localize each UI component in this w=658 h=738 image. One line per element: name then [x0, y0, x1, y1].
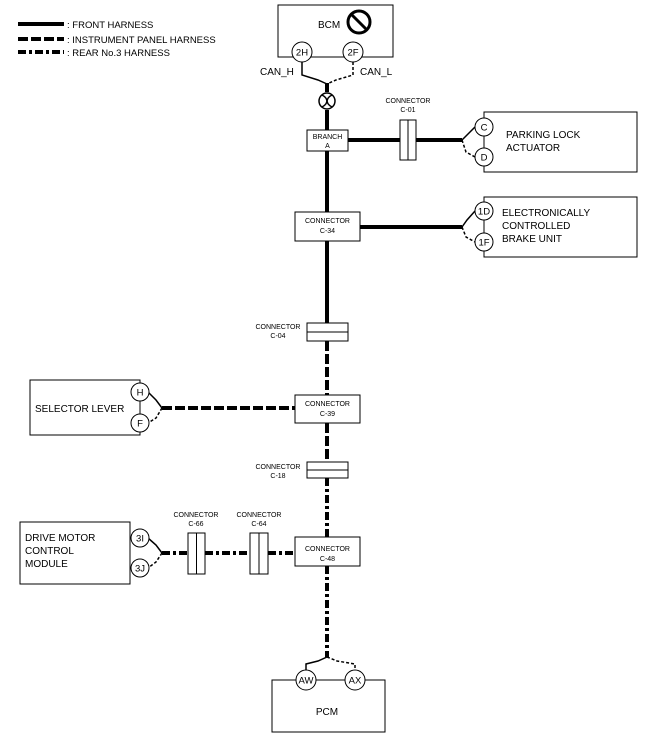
selector-pin-h-label: H	[137, 388, 144, 399]
connector-c-18: CONNECTOR C-18	[256, 461, 349, 480]
brake-unit-box	[483, 196, 638, 258]
connector-c-34: CONNECTOR C-34	[294, 211, 361, 242]
selector-h-wire	[147, 391, 163, 409]
parking-h-wire	[461, 126, 476, 141]
bcm-pin-2h-label: 2H	[296, 48, 308, 59]
pcm-pin-aw-label: AW	[299, 676, 314, 687]
harness-lines	[162, 110, 462, 657]
parking-pin-d-label: D	[481, 153, 488, 164]
brake-unit-label-3: BRAKE UNIT	[502, 234, 562, 245]
branch-label-1: BRANCH	[313, 134, 343, 141]
pcm-module: PCM AW AX	[271, 656, 386, 733]
c66-code: C-66	[188, 521, 203, 528]
parking-lock-box	[483, 111, 638, 173]
c64-word: CONNECTOR	[237, 512, 282, 519]
c34-word: CONNECTOR	[305, 218, 350, 225]
brake-unit-label-1: ELECTRONICALLY	[502, 208, 591, 219]
c48-word: CONNECTOR	[305, 546, 350, 553]
parking-lock-label-2: ACTUATOR	[506, 143, 560, 154]
pcm-pin-aw	[295, 669, 317, 691]
pcm-box	[271, 679, 386, 733]
c39-code: C-39	[320, 411, 335, 418]
c01-word: CONNECTOR	[386, 98, 431, 105]
pcm-pin-ax-label: AX	[349, 676, 362, 687]
legend-ip-label: : INSTRUMENT PANEL HARNESS	[67, 35, 216, 46]
parking-pin-c-label: C	[481, 123, 488, 134]
c18-code: C-18	[270, 473, 285, 480]
parking-lock-label-1: PARKING LOCK	[506, 130, 581, 141]
selector-lever-label: SELECTOR LEVER	[35, 404, 124, 415]
selector-pin-h	[130, 382, 150, 402]
dmcm-l-wire	[147, 552, 163, 569]
can-l-label: CAN_L	[360, 67, 393, 78]
dmcm-label-1: DRIVE MOTOR	[25, 533, 95, 544]
bcm-can-h-wire	[301, 62, 328, 85]
parking-lock-actuator: PARKING LOCK ACTUATOR C D	[461, 111, 638, 173]
dmcm-pin-3j-label: 3J	[135, 564, 145, 575]
brake-unit-label-2: CONTROLLED	[502, 221, 570, 232]
ecbu-pin-1d-label: 1D	[478, 207, 490, 218]
connector-c-64: CONNECTOR C-64	[237, 512, 282, 575]
legend: : FRONT HARNESS : INSTRUMENT PANEL HARNE…	[18, 20, 216, 59]
selector-lever: SELECTOR LEVER H F	[29, 379, 163, 436]
dmcm-label-3: MODULE	[25, 559, 68, 570]
connector-c-39: CONNECTOR C-39	[294, 394, 361, 424]
ecbu-pin-1d	[474, 201, 494, 221]
selector-pin-f	[130, 413, 150, 433]
drive-motor-control-module: DRIVE MOTOR CONTROL MODULE 3I 3J	[19, 521, 163, 585]
parking-l-wire	[461, 139, 476, 158]
c48-code: C-48	[320, 556, 335, 563]
legend-rear-label: : REAR No.3 HARNESS	[67, 48, 170, 59]
dmcm-pin-3j	[130, 558, 150, 578]
branch-a: BRANCH A	[306, 129, 349, 152]
selector-pin-f-label: F	[137, 419, 143, 430]
ecbu-l-wire	[461, 226, 476, 243]
dmcm-box	[19, 521, 131, 585]
bcm-can-l-wire	[326, 62, 354, 85]
dmcm-pin-3i-label: 3I	[136, 534, 144, 545]
pcm-can-h-wire	[305, 656, 328, 670]
no-entry-icon	[346, 9, 372, 35]
bcm-pin-2f-label: 2F	[347, 48, 358, 59]
selector-l-wire	[147, 407, 163, 424]
ecbu-pin-1f	[474, 232, 494, 252]
legend-front-label: : FRONT HARNESS	[67, 20, 153, 31]
branch-label-2: A	[325, 143, 330, 150]
c64-code: C-64	[251, 521, 266, 528]
c04-word: CONNECTOR	[256, 324, 301, 331]
parking-pin-d	[474, 147, 494, 167]
c39-word: CONNECTOR	[305, 401, 350, 408]
parking-pin-c	[474, 117, 494, 137]
bcm-label: BCM	[318, 20, 340, 31]
selector-lever-box	[29, 379, 141, 436]
pcm-pin-ax	[344, 669, 366, 691]
connector-c-01: CONNECTOR C-01	[386, 98, 431, 161]
connector-c-66: CONNECTOR C-66	[174, 512, 219, 575]
twisted-pair-icon	[318, 92, 336, 110]
c18-word: CONNECTOR	[256, 464, 301, 471]
c01-code: C-01	[400, 107, 415, 114]
c34-code: C-34	[320, 228, 335, 235]
can-h-label: CAN_H	[260, 67, 294, 78]
pcm-label: PCM	[316, 707, 338, 718]
c66-word: CONNECTOR	[174, 512, 219, 519]
connector-c-04: CONNECTOR C-04	[256, 322, 349, 342]
dmcm-h-wire	[147, 537, 163, 554]
c04-code: C-04	[270, 333, 285, 340]
dmcm-label-2: CONTROL	[25, 546, 74, 557]
pcm-can-l-wire	[326, 656, 356, 670]
ecbu-h-wire	[461, 210, 476, 228]
bcm-module: BCM 2H 2F CAN_H CAN_L	[260, 4, 394, 110]
ecbu-pin-1f-label: 1F	[478, 238, 489, 249]
dmcm-pin-3i	[130, 528, 150, 548]
connector-c-48: CONNECTOR C-48	[294, 536, 361, 567]
brake-unit: ELECTRONICALLY CONTROLLED BRAKE UNIT 1D …	[461, 196, 638, 258]
